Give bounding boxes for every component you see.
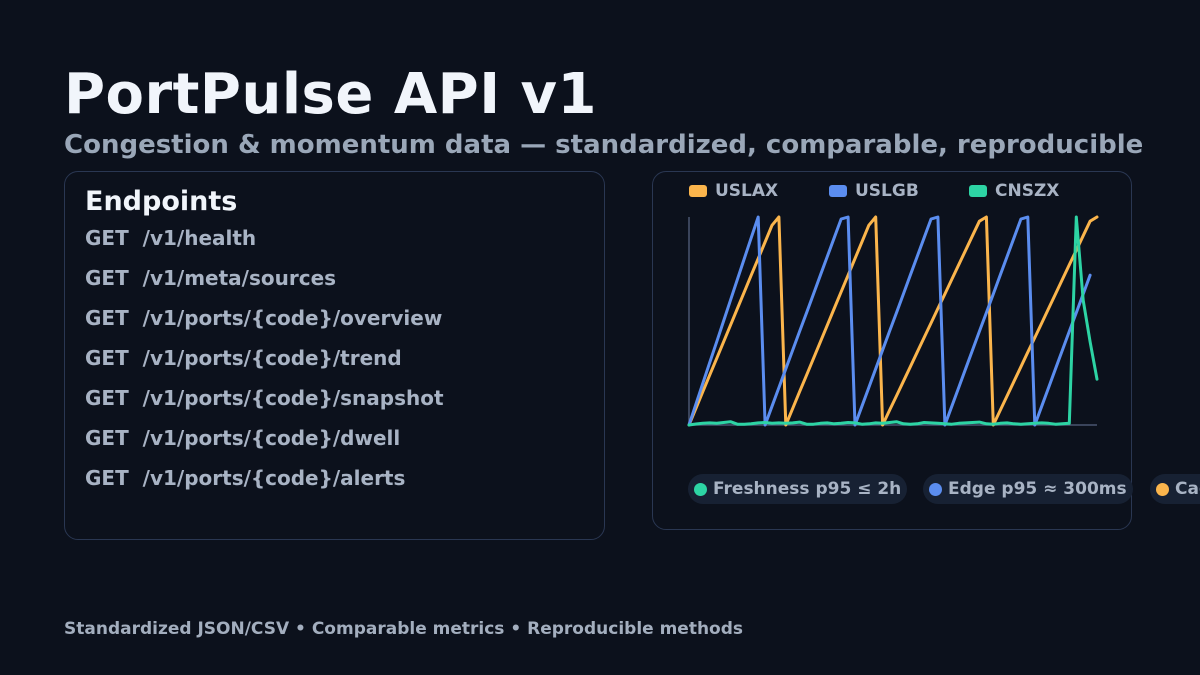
- legend-label-cnszx: CNSZX: [995, 181, 1060, 201]
- footer-tagline: Standardized JSON/CSV • Comparable metri…: [64, 619, 744, 639]
- legend-label-uslgb: USLGB: [855, 181, 919, 201]
- endpoint-port-snapshot[interactable]: GET /v1/ports/{code}/snapshot: [85, 386, 444, 410]
- series-line-cnszx: [687, 215, 1099, 427]
- badge-cache: Cache: [1150, 474, 1200, 504]
- endpoints-heading: Endpoints: [85, 186, 238, 217]
- page-subtitle: Congestion & momentum data — standardize…: [64, 130, 1144, 160]
- badge-dot-freshness: [694, 482, 707, 496]
- endpoint-port-alerts[interactable]: GET /v1/ports/{code}/alerts: [85, 466, 406, 490]
- endpoint-port-dwell[interactable]: GET /v1/ports/{code}/dwell: [85, 426, 401, 450]
- badge-dot-edge-latency: [929, 482, 942, 496]
- endpoint-port-overview[interactable]: GET /v1/ports/{code}/overview: [85, 306, 443, 330]
- legend-item-cnszx: CNSZX: [969, 181, 1059, 201]
- legend-swatch-uslgb: [829, 185, 847, 197]
- legend-item-uslax: USLAX: [689, 181, 778, 201]
- trend-chart-card: USLAX USLGB CNSZX: [652, 171, 1132, 530]
- series-line-uslax: [687, 215, 1099, 427]
- endpoint-meta-sources[interactable]: GET /v1/meta/sources: [85, 266, 337, 290]
- series-line-uslgb: [687, 215, 1092, 427]
- metric-badges: Freshness p95 ≤ 2h Edge p95 ≈ 300ms Cach…: [688, 474, 1200, 506]
- badge-label-edge-latency: Edge p95 ≈ 300ms: [948, 479, 1127, 499]
- page-title: PortPulse API v1: [64, 62, 597, 127]
- legend-item-uslgb: USLGB: [829, 181, 919, 201]
- endpoint-health[interactable]: GET /v1/health: [85, 226, 257, 250]
- badge-label-freshness: Freshness p95 ≤ 2h: [713, 479, 902, 499]
- badge-edge-latency: Edge p95 ≈ 300ms: [923, 474, 1133, 504]
- badge-freshness: Freshness p95 ≤ 2h: [688, 474, 908, 504]
- endpoint-port-trend[interactable]: GET /v1/ports/{code}/trend: [85, 346, 402, 370]
- badge-dot-cache: [1156, 482, 1169, 496]
- badge-label-cache: Cache: [1175, 479, 1200, 499]
- legend-swatch-uslax: [689, 185, 707, 197]
- legend-label-uslax: USLAX: [715, 181, 779, 201]
- endpoints-card: Endpoints GET /v1/health GET /v1/meta/so…: [64, 171, 605, 540]
- legend-swatch-cnszx: [969, 185, 987, 197]
- trend-chart: [687, 215, 1099, 427]
